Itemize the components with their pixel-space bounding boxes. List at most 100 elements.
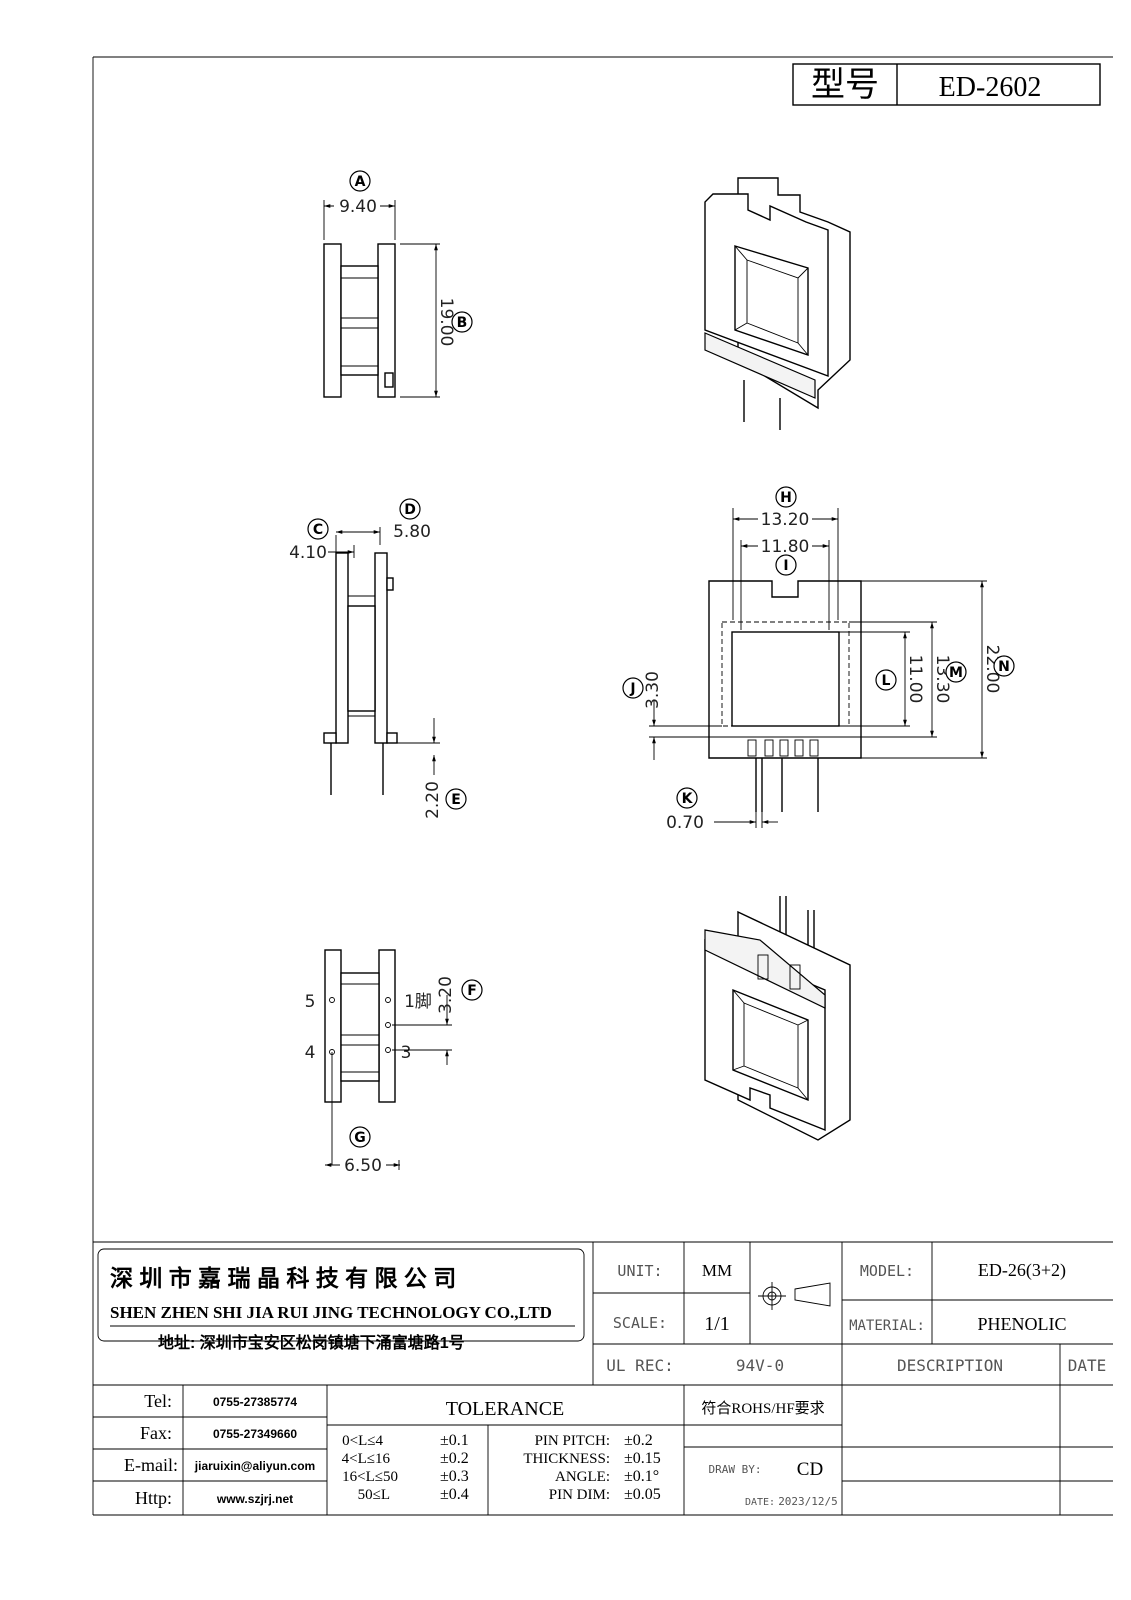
tol-other-name-3: PIN DIM: <box>549 1487 610 1503</box>
dim-b-marker <box>451 311 473 333</box>
model-label: MODEL: <box>860 1262 914 1280</box>
dim-m-marker <box>945 661 967 683</box>
dim-l-value: 11.00 <box>905 655 925 704</box>
dim-f-value: 3.20 <box>436 976 456 1014</box>
dim-f-letter: F <box>467 983 477 999</box>
dim-a-marker <box>349 170 371 192</box>
dim-d-marker <box>399 498 421 520</box>
tol-value-1: ±0.2 <box>440 1450 469 1467</box>
dim-l-letter: L <box>882 673 891 689</box>
pin-label-1: 1脚 <box>404 992 432 1012</box>
dim-i-marker <box>775 554 797 576</box>
title-block: 深 圳 市 嘉 瑞 晶 科 技 有 限 公 司 SHEN ZHEN SHI JI… <box>93 1241 1113 1516</box>
dim-g-marker <box>349 1126 371 1148</box>
rohs-note: 符合ROHS/HF要求 <box>701 1400 824 1417</box>
fax-value: 0755-27349660 <box>213 1427 297 1441</box>
dim-c-letter: C <box>313 522 323 538</box>
iso-view-bottom <box>704 896 851 1141</box>
dim-l-marker <box>875 669 897 691</box>
tol-other-name-2: ANGLE: <box>555 1469 610 1485</box>
tol-other-name-0: PIN PITCH: <box>535 1433 610 1449</box>
tol-range-1: 4<L≤16 <box>342 1451 391 1467</box>
dim-d-value: 5.80 <box>393 522 431 542</box>
dim-d-letter: D <box>404 502 416 518</box>
dim-j-letter: J <box>629 681 635 697</box>
dim-j-marker <box>622 677 644 699</box>
tol-other-value-2: ±0.1° <box>624 1468 659 1485</box>
ul-label: UL REC: <box>606 1356 673 1375</box>
projection-symbol-icon <box>758 1282 831 1310</box>
tol-other-value-0: ±0.2 <box>624 1432 653 1449</box>
dim-e-letter: E <box>451 792 461 808</box>
dim-b-value: 19.00 <box>436 298 456 347</box>
company-name-en: SHEN ZHEN SHI JIA RUI JING TECHNOLOGY CO… <box>110 1303 552 1322</box>
tol-value-3: ±0.4 <box>440 1486 469 1503</box>
dim-g-value: 6.50 <box>344 1156 382 1176</box>
company-name-cn: 深 圳 市 嘉 瑞 晶 科 技 有 限 公 司 <box>110 1265 456 1291</box>
front-view: 13.20 H 11.80 I 3.30 J 0.70 K 11.00 L <box>622 486 1015 833</box>
dim-n-marker <box>993 655 1015 677</box>
tol-range-0: 0<L≤4 <box>342 1433 383 1449</box>
unit-label: UNIT: <box>617 1262 662 1280</box>
dim-n-letter: N <box>998 659 1010 675</box>
tol-other-value-3: ±0.05 <box>624 1486 661 1503</box>
email-label: E-mail: <box>124 1455 178 1475</box>
dim-b-letter: B <box>457 315 468 331</box>
material-value: PHENOLIC <box>978 1314 1067 1334</box>
dim-h-marker <box>775 486 797 508</box>
ul-value: 94V-0 <box>736 1356 784 1375</box>
dim-i-letter: I <box>783 558 788 574</box>
model-value: ED-26(3+2) <box>978 1260 1066 1281</box>
dim-f-marker <box>461 979 483 1001</box>
tol-value-2: ±0.3 <box>440 1468 469 1485</box>
unit-value: MM <box>702 1261 732 1280</box>
draw-by-value: CD <box>797 1459 823 1480</box>
side-view-top: 9.40 A 19.00 B <box>323 170 473 398</box>
dim-h-letter: H <box>780 490 792 506</box>
dim-a-letter: A <box>355 174 366 190</box>
fax-label: Fax: <box>140 1423 172 1443</box>
tol-range-3: 50≤L <box>358 1487 390 1503</box>
tol-range-2: 16<L≤50 <box>342 1469 398 1485</box>
side-view-middle: 4.10 C 5.80 D 2.20 E <box>289 498 467 819</box>
dim-i-value: 11.80 <box>761 537 810 557</box>
tel-label: Tel: <box>144 1391 172 1411</box>
dim-k-marker <box>676 787 698 809</box>
model-box: 型号 ED-2602 <box>792 63 1101 106</box>
pin-label-3: 3 <box>401 1043 412 1063</box>
dim-j-value: 3.30 <box>643 671 663 709</box>
tolerance-title: TOLERANCE <box>446 1398 565 1420</box>
dim-k-letter: K <box>682 791 694 807</box>
draw-by-label: DRAW BY: <box>709 1463 762 1476</box>
side-view-bottom: 6.50 G 5 4 1脚 3 3.20 F <box>305 949 483 1176</box>
dim-h-value: 13.20 <box>761 510 810 530</box>
http-label: Http: <box>135 1488 172 1508</box>
material-label: MATERIAL: <box>849 1318 925 1334</box>
scale-label: SCALE: <box>613 1314 667 1332</box>
dim-c-marker <box>307 518 329 540</box>
date-header: DATE <box>1068 1356 1107 1375</box>
dim-n-value: 22.00 <box>982 645 1002 694</box>
dim-k-value: 0.70 <box>666 813 704 833</box>
tel-value: 0755-27385774 <box>213 1395 297 1409</box>
company-address: 地址: 深圳市宝安区松岗镇塘下涌富塘路1号 <box>158 1333 465 1352</box>
model-box-label: 型号 <box>811 67 879 104</box>
pin-label-4: 4 <box>305 1043 316 1063</box>
dim-g-letter: G <box>354 1130 366 1146</box>
date-value: 2023/12/5 <box>778 1495 838 1508</box>
dim-c-value: 4.10 <box>289 543 327 563</box>
model-box-value: ED-2602 <box>939 72 1042 103</box>
dim-e-value: 2.20 <box>423 781 443 819</box>
description-label: DESCRIPTION <box>897 1356 1003 1375</box>
iso-view-top <box>704 177 851 430</box>
dim-e-marker <box>445 788 467 810</box>
tol-value-0: ±0.1 <box>440 1432 469 1449</box>
tol-other-name-1: THICKNESS: <box>523 1451 610 1467</box>
dim-m-letter: M <box>949 665 963 681</box>
company-box <box>97 1248 585 1342</box>
email-value: jiaruixin@aliyun.com <box>194 1459 315 1473</box>
date-small-label: DATE: <box>745 1497 775 1508</box>
pin-label-5: 5 <box>305 992 316 1012</box>
tol-other-value-1: ±0.15 <box>624 1450 661 1467</box>
